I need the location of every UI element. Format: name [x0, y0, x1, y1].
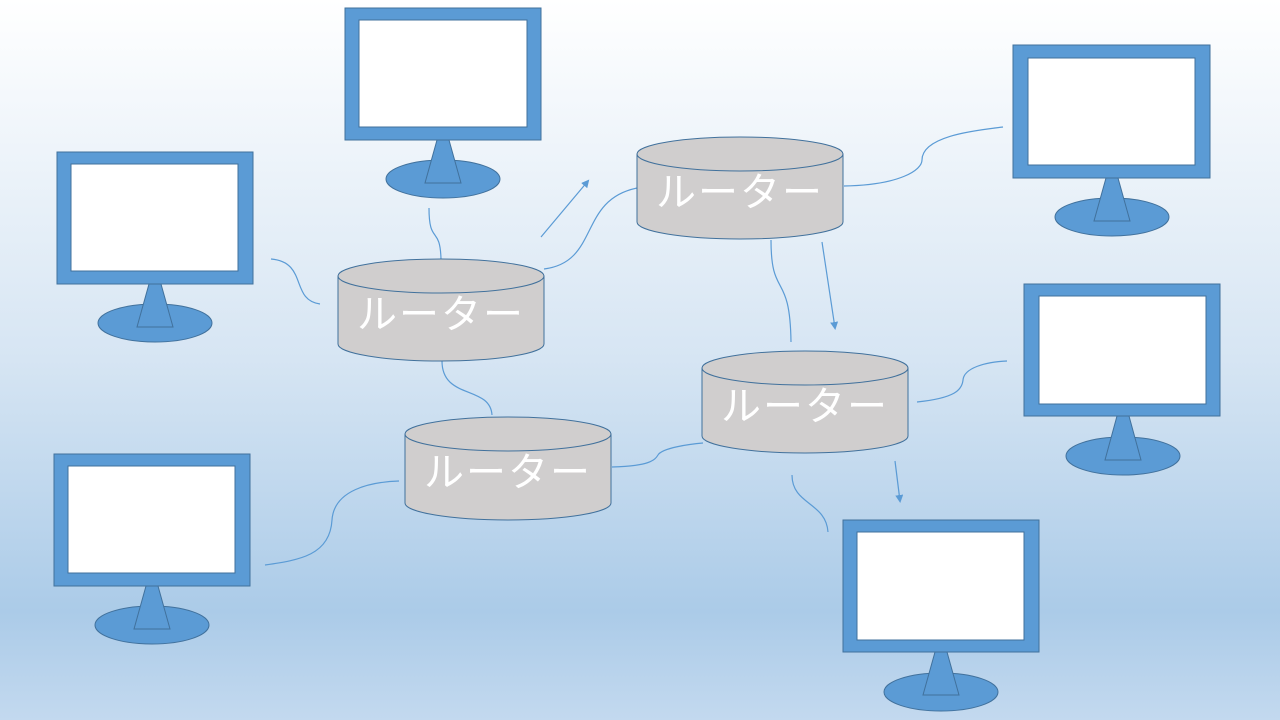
router-label: ルーター [357, 292, 525, 338]
monitor-screen [856, 531, 1025, 641]
router-top-face [701, 350, 909, 386]
router-top-face [337, 258, 545, 294]
arrow-to-monitor-bottom-right [894, 460, 904, 503]
monitor-top-right [1012, 44, 1211, 237]
connector-router-bottom-center-to-router-right [611, 442, 704, 468]
router-label: ルーター [424, 450, 592, 496]
monitor-screen [70, 163, 239, 272]
monitor-screen [67, 465, 236, 574]
monitor-middle-right [1023, 283, 1221, 476]
connector-router-right-to-monitor-bottom-right [791, 474, 829, 533]
connector-router-top-to-monitor-top-right [843, 126, 1004, 187]
connector-router-left-to-router-top [543, 187, 638, 270]
connector-monitor-top-center-to-router-left [428, 207, 442, 260]
arrow-to-router-right [821, 241, 839, 330]
router-label: ルーター [721, 384, 889, 430]
router-body [404, 433, 612, 521]
router-top: ルーター [636, 136, 844, 240]
monitor-screen [1038, 295, 1207, 405]
monitor-bottom-left [53, 453, 251, 645]
arrows [540, 179, 904, 503]
monitor-top-center [344, 7, 542, 199]
router-body [701, 367, 909, 454]
monitor-screen [358, 19, 528, 128]
router-bottom-center: ルーター [404, 416, 612, 521]
connector-router-left-to-router-bottom-center [441, 360, 493, 416]
connector-router-top-to-router-right [770, 239, 792, 343]
connectors [264, 126, 1008, 566]
arrow-to-router-top [540, 179, 590, 238]
router-top-face [404, 416, 612, 452]
monitor-screen [1027, 57, 1196, 166]
router-right: ルーター [701, 350, 909, 454]
connector-monitor-bottom-left-to-router-bottom-center [264, 480, 400, 566]
router-top-face [636, 136, 844, 172]
router-body [337, 275, 545, 362]
router-left: ルーター [337, 258, 545, 362]
router-body [636, 153, 844, 240]
monitor-bottom-right [842, 519, 1040, 712]
connector-monitor-top-left-to-router-left [270, 258, 321, 305]
connector-router-right-to-monitor-middle-right [916, 360, 1008, 403]
monitor-top-left [56, 151, 254, 343]
router-label: ルーター [656, 170, 824, 216]
